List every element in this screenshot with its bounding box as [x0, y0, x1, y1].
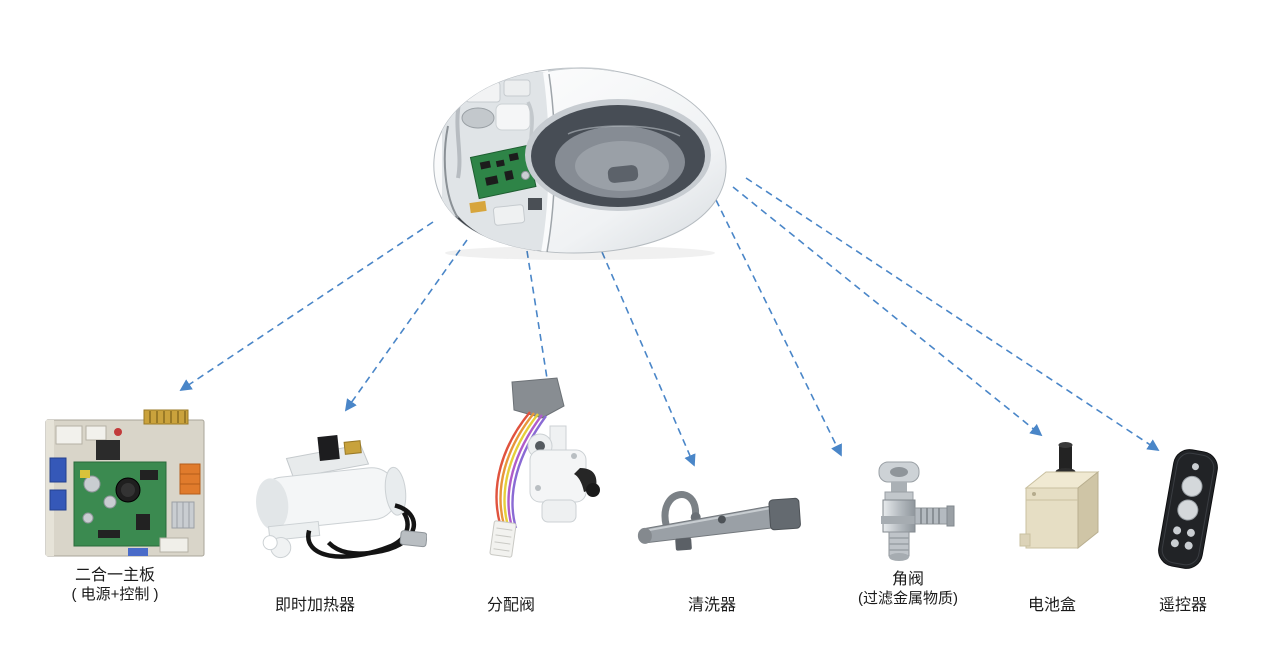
arrow-to-valve — [526, 250, 554, 393]
toilet-lid-seam — [547, 67, 615, 72]
angle-valve-illustration — [878, 461, 955, 561]
arrow-to-angle-valve — [715, 199, 842, 457]
label-mainboard-subtext: ( 电源+控制 ) — [71, 586, 159, 603]
arrow-to-remote — [745, 177, 1160, 451]
heater-illustration — [256, 435, 427, 559]
label-remote-text: 遥控器 — [1158, 597, 1208, 614]
mainboard-illustration — [45, 409, 205, 557]
label-valve: 分配阀 — [487, 596, 535, 615]
arrow-to-washer — [601, 251, 696, 467]
remote-image — [1138, 446, 1238, 572]
washer-illustration — [637, 491, 801, 551]
label-angle-valve: 角阀 (过滤金属物质) — [858, 570, 958, 608]
label-washer: 清洗器 — [688, 596, 736, 615]
remote-illustration — [1158, 449, 1218, 569]
label-heater: 即时加热器 — [275, 596, 355, 615]
label-mainboard-text: 二合一主板 — [74, 567, 155, 584]
label-battery-box-text: 电池盒 — [1027, 597, 1077, 614]
arrow-to-heater — [344, 239, 468, 412]
label-valve-text: 分配阀 — [486, 597, 536, 614]
valve-illustration — [489, 377, 600, 558]
label-mainboard: 二合一主板 ( 电源+控制 ) — [71, 566, 158, 604]
battery-box-illustration — [1019, 442, 1100, 550]
heater-image — [237, 424, 427, 574]
angle-valve-image — [843, 458, 968, 568]
arrow-to-mainboard — [179, 221, 434, 391]
arrow-to-battery-box — [732, 186, 1043, 437]
toilet-illustration — [433, 67, 727, 260]
mainboard-image — [40, 406, 210, 564]
washer-image — [622, 466, 807, 566]
label-angle-valve-subtext: (过滤金属物质) — [858, 590, 958, 607]
toilet-image — [408, 56, 733, 261]
label-remote: 遥控器 — [1159, 596, 1207, 615]
label-washer-text: 清洗器 — [687, 597, 737, 614]
toilet-bowl — [525, 99, 711, 211]
label-battery-box: 电池盒 — [1028, 596, 1076, 615]
battery-box-image — [1012, 436, 1107, 564]
label-heater-text: 即时加热器 — [274, 597, 356, 614]
valve-image — [452, 376, 607, 566]
label-angle-valve-text: 角阀 — [891, 571, 924, 588]
